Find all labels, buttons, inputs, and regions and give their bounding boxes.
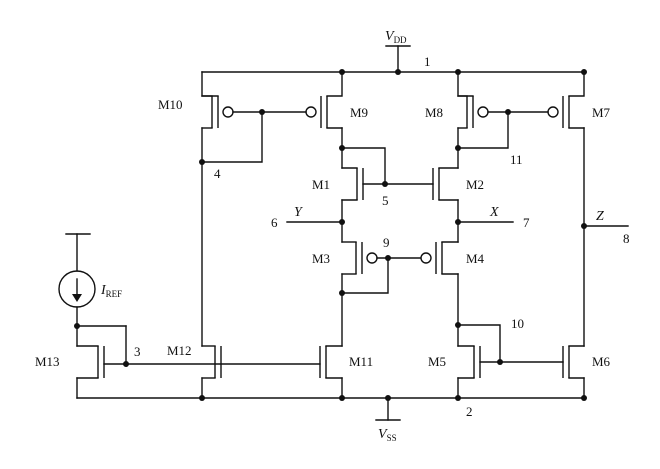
m6-label: M6	[592, 354, 611, 369]
m6-transistor	[562, 345, 585, 399]
signal-z-label: Z	[596, 209, 604, 224]
m7-label: M7	[592, 105, 611, 120]
m12-transistor	[201, 345, 222, 399]
m10-transistor	[201, 71, 263, 129]
m10-diode-wire	[201, 111, 263, 163]
m2-label: M2	[466, 177, 484, 192]
vss-rail	[76, 397, 585, 421]
m9-transistor	[261, 71, 343, 129]
m11-label: M11	[349, 354, 373, 369]
vdd-label: VDD	[385, 29, 407, 45]
vdd-rail	[201, 45, 585, 73]
m1-transistor	[341, 147, 364, 223]
node-10-label: 10	[511, 316, 524, 331]
m8-transistor	[457, 71, 509, 149]
vss-label: VSS	[378, 427, 397, 443]
node-9-label: 9	[383, 235, 390, 250]
m9-label: M9	[350, 105, 368, 120]
signal-x-label: X	[489, 205, 499, 220]
iref-label: IREF	[100, 283, 122, 299]
m4-label: M4	[466, 251, 485, 266]
m12-label: M12	[167, 343, 192, 358]
m5-transistor	[457, 345, 564, 399]
node-11-label: 11	[510, 152, 523, 167]
m1-label: M1	[312, 177, 330, 192]
node-4-label: 4	[214, 166, 221, 181]
node-2-label: 2	[466, 404, 473, 419]
m10-label: M10	[158, 97, 183, 112]
m8-diode-wire	[457, 111, 509, 149]
m5-label: M5	[428, 354, 446, 369]
node-8-label: 8	[623, 231, 630, 246]
m3-transistor	[341, 221, 378, 347]
node-1-label: 1	[424, 54, 431, 69]
m3-diode-wire	[341, 257, 389, 294]
m11-transistor	[319, 345, 343, 399]
signal-y-label: Y	[294, 205, 304, 220]
m7-transistor	[507, 71, 585, 129]
m4-transistor	[420, 221, 459, 347]
m13-transistor	[76, 345, 127, 399]
node-6-label: 6	[271, 215, 278, 230]
node-5-label: 5	[382, 193, 389, 208]
m13-label: M13	[35, 354, 60, 369]
node-7-label: 7	[523, 215, 530, 230]
m2-transistor	[432, 147, 459, 223]
iref-branch	[58, 233, 127, 365]
current-arrow-icon	[72, 294, 82, 302]
m5-diode-wire	[457, 324, 501, 363]
m3-label: M3	[312, 251, 330, 266]
node-3-label: 3	[134, 344, 141, 359]
m8-label: M8	[425, 105, 443, 120]
junction-dots	[74, 69, 587, 401]
m9-drain-wire	[341, 127, 386, 185]
